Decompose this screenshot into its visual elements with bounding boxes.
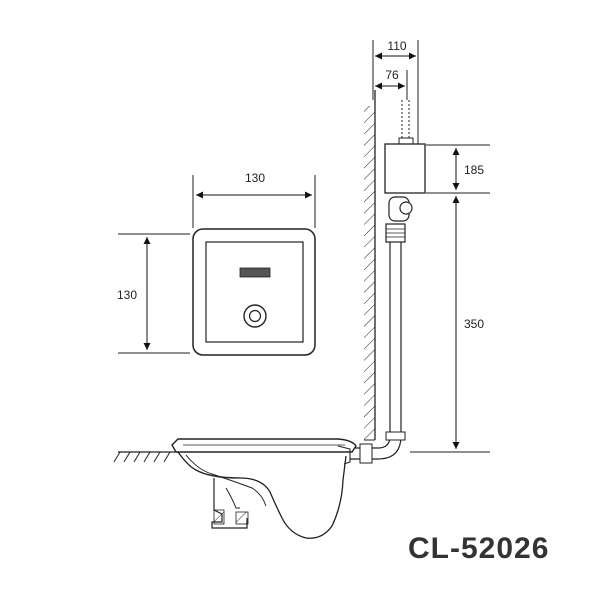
supply-pipe [398,100,414,145]
sensor-panel [192,228,316,356]
sensor-window [239,267,271,278]
model-number: CL-52026 [408,532,550,565]
panel-width-dimension: 130 [192,171,316,228]
wall-depth-dimension: 110 [372,39,419,145]
wall-depth-label: 110 [387,39,406,53]
flush-pipe [350,242,406,464]
valve-box [384,143,426,194]
panel-height-dimension: 130 [117,233,190,354]
pipe-offset-label: 76 [385,68,399,82]
pipe-height-label: 350 [464,317,484,331]
valve-fittings [385,196,413,243]
pipe-offset-dimension: 76 [375,68,408,100]
squat-toilet [171,438,357,539]
floor [113,451,178,463]
box-height-dimension: 185 [426,144,490,194]
wall [364,90,376,441]
pipe-height-dimension: 350 [410,196,490,453]
panel-height-label: 130 [117,288,137,302]
box-height-label: 185 [464,163,484,177]
panel-width-label: 130 [245,171,265,185]
